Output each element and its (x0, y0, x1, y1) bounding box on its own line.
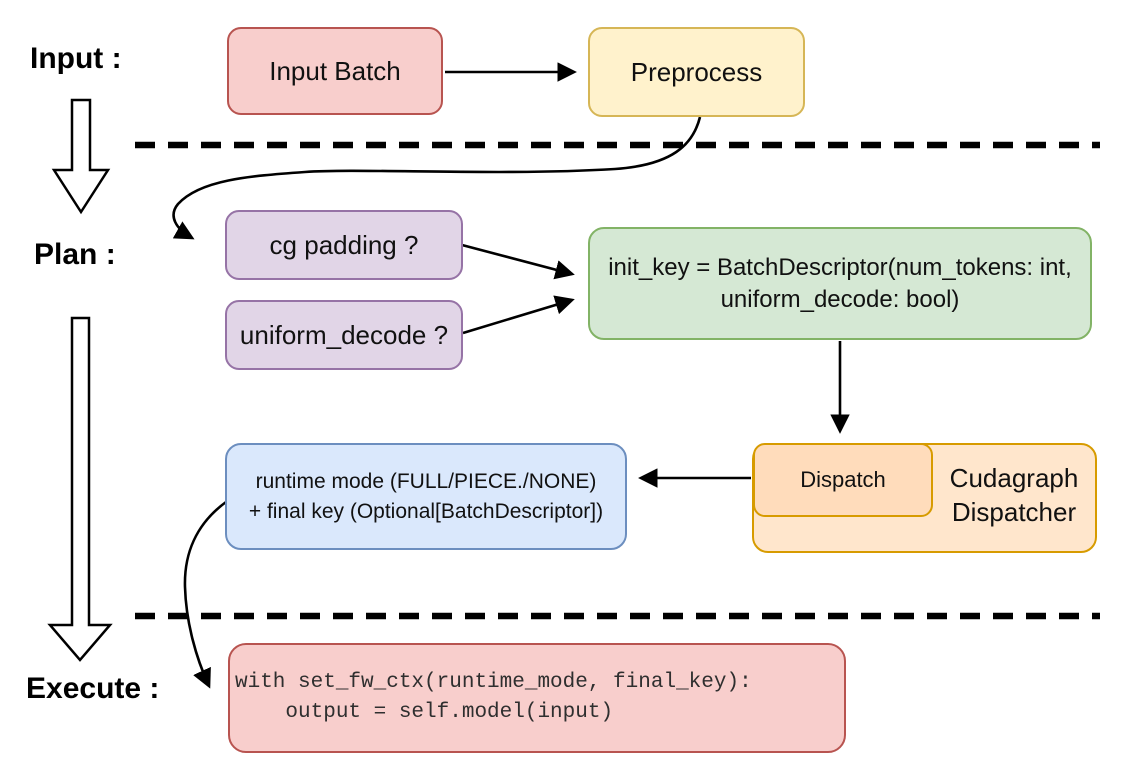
stage-label-plan: Plan : (34, 238, 116, 271)
cudagraph-label-line1: Cudagraph (949, 463, 1079, 493)
node-preprocess-label: Preprocess (630, 56, 763, 87)
execute-code-line2: output = self.model(input) (235, 701, 614, 724)
node-cudagraph-dispatcher-label: Cudagraph Dispatcher (933, 462, 1095, 530)
cudagraph-label-line2: Dispatcher (951, 496, 1077, 527)
node-dispatch: Dispatch (753, 443, 933, 517)
node-input-batch: Input Batch (227, 27, 443, 115)
node-execute-code: with set_fw_ctx(runtime_mode, final_key)… (228, 643, 846, 753)
node-runtime-mode: runtime mode (FULL/PIECE./NONE) + final … (225, 443, 627, 550)
stage-label-input: Input : (30, 42, 122, 75)
node-uniform-decode-label: uniform_decode ? (239, 319, 449, 350)
execute-code-line1: with set_fw_ctx(runtime_mode, final_key)… (235, 670, 752, 694)
node-init-key: init_key = BatchDescriptor(num_tokens: i… (588, 227, 1092, 340)
node-uniform-decode: uniform_decode ? (225, 300, 463, 370)
node-init-key-line2: uniform_decode: bool) (720, 285, 960, 313)
node-cg-padding-label: cg padding ? (269, 229, 419, 260)
arrow-cg-padding-to-init-key (461, 243, 575, 280)
stage-label-execute: Execute : (26, 672, 160, 705)
arrow-uniform-decode-to-init-key (462, 295, 575, 335)
hollow-arrow-input-to-plan (51, 98, 111, 215)
node-input-batch-label: Input Batch (269, 55, 401, 86)
node-cg-padding: cg padding ? (225, 210, 463, 280)
node-init-key-line1: init_key = BatchDescriptor(num_tokens: i… (608, 253, 1072, 281)
node-dispatch-label: Dispatch (800, 467, 886, 493)
node-runtime-mode-line2: + final key (Optional[BatchDescriptor]) (248, 499, 604, 523)
hollow-arrow-plan-to-execute (47, 316, 113, 662)
node-preprocess: Preprocess (588, 27, 805, 117)
curve-runtime-mode-to-execute-code (183, 500, 227, 689)
node-runtime-mode-line1: runtime mode (FULL/PIECE./NONE) (255, 470, 597, 494)
